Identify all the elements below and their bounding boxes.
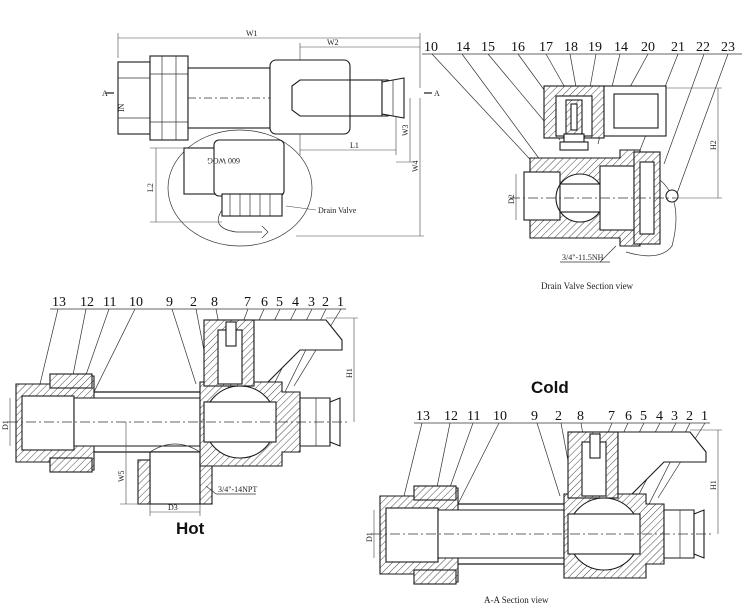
cold-part-5: 5: [640, 409, 647, 424]
hot-dim-d3: D3: [168, 503, 178, 512]
hot-dim-w5: W5: [117, 470, 126, 482]
top-view: W1 W2 A IN A A: [102, 29, 440, 247]
dim-h2: H2: [709, 140, 718, 150]
drain-part-14a: 14: [456, 40, 470, 55]
drain-part-16: 16: [511, 40, 525, 55]
cold-section-caption: A-A Section view: [484, 595, 549, 605]
cold-dim-d1: D1: [365, 532, 374, 542]
dim-w4: W4: [411, 160, 420, 172]
drain-part-23: 23: [721, 40, 735, 55]
cold-label: Cold: [531, 378, 569, 397]
hot-thread-callout: 3/4"-14NPT: [218, 485, 257, 494]
drain-part-22: 22: [696, 40, 710, 55]
hot-part-2a: 2: [190, 295, 197, 310]
drain-part-15: 15: [481, 40, 495, 55]
cold-part-10: 10: [493, 409, 507, 424]
rating-mark: 600 WOG: [207, 156, 240, 165]
hot-part-2b: 2: [322, 295, 329, 310]
drain-section-view: 10 14 15 16 17 18 19 14 20 21 22 23: [422, 40, 742, 291]
hot-part-11: 11: [103, 295, 116, 310]
hot-part-5: 5: [276, 295, 283, 310]
drain-thread-callout: 3/4"-11.5NH: [562, 253, 604, 262]
cold-part-7: 7: [608, 409, 615, 424]
dim-w1: W1: [246, 29, 258, 38]
cold-section-view: Cold 13 12 11 10 9 2 8 7 6 5 4 3 2 1: [365, 378, 722, 605]
cold-part-1: 1: [701, 409, 708, 424]
hot-part-4: 4: [292, 295, 299, 310]
hot-part-13: 13: [52, 295, 66, 310]
cold-dim-h1: H1: [709, 480, 718, 490]
section-mark-a-right: A: [434, 89, 440, 98]
drain-valve-label: Drain Valve: [318, 206, 357, 215]
cold-part-2b: 2: [686, 409, 693, 424]
drain-part-21: 21: [671, 40, 685, 55]
cold-part-8: 8: [577, 409, 584, 424]
cold-part-2a: 2: [555, 409, 562, 424]
drain-part-14b: 14: [614, 40, 628, 55]
dim-w2: W2: [327, 38, 339, 47]
hot-label: Hot: [176, 519, 205, 538]
hot-dim-d1: D1: [1, 420, 10, 430]
drain-part-20: 20: [641, 40, 655, 55]
dim-l1: L1: [350, 141, 359, 150]
hot-section-view: 13 12 11 10 9 2 8 7 6 5 4 3 2 1: [1, 295, 358, 538]
cold-part-12: 12: [444, 409, 458, 424]
inlet-mark-text: IN: [117, 103, 126, 112]
hot-dim-h1: H1: [345, 368, 354, 378]
cold-part-3: 3: [671, 409, 678, 424]
cold-part-6: 6: [625, 409, 632, 424]
hot-part-8: 8: [211, 295, 218, 310]
dim-l2: L2: [146, 183, 155, 192]
drain-part-17: 17: [539, 40, 553, 55]
drain-part-18: 18: [564, 40, 578, 55]
section-mark-a-left: A: [102, 89, 108, 98]
hot-part-9: 9: [166, 295, 173, 310]
hot-part-1: 1: [337, 295, 344, 310]
cold-part-13: 13: [416, 409, 430, 424]
drain-part-10: 10: [424, 40, 438, 55]
cold-part-9: 9: [531, 409, 538, 424]
hot-part-3: 3: [308, 295, 315, 310]
dim-d2: D2: [507, 194, 516, 204]
drain-part-19: 19: [588, 40, 602, 55]
cold-part-11: 11: [467, 409, 480, 424]
cold-part-4: 4: [656, 409, 663, 424]
dim-w3: W3: [401, 124, 410, 136]
hot-part-6: 6: [261, 295, 268, 310]
hot-part-7: 7: [244, 295, 251, 310]
hot-part-10: 10: [129, 295, 143, 310]
drain-section-caption: Drain Valve Section view: [541, 281, 634, 291]
hot-part-12: 12: [80, 295, 94, 310]
